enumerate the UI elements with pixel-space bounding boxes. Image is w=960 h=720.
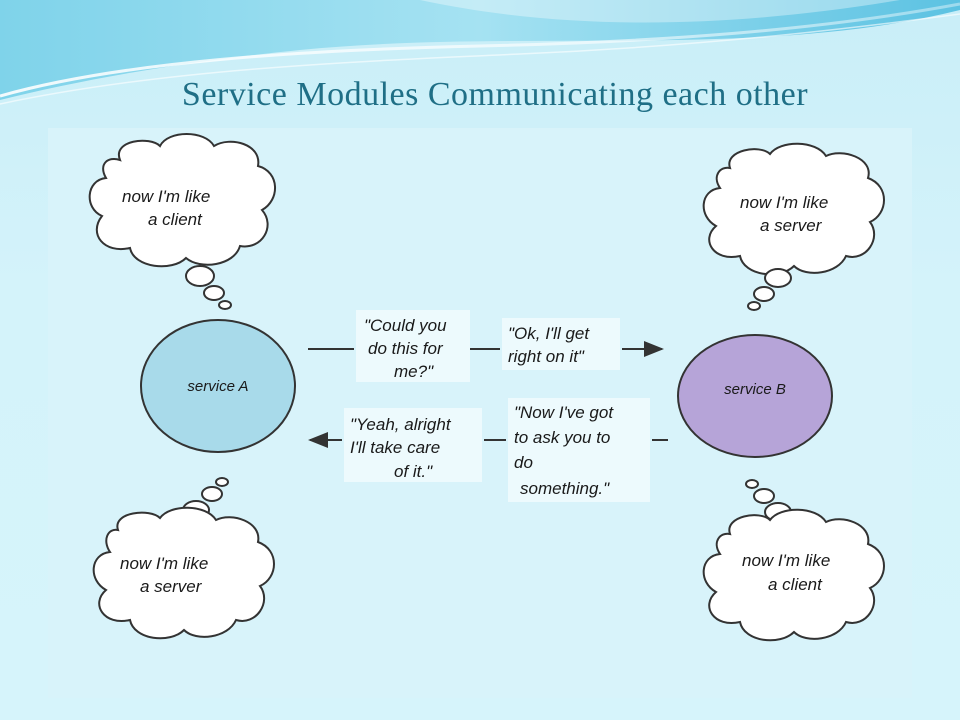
message-request-b: "Now I've got to ask you to do something… bbox=[508, 398, 650, 502]
header-swoosh-decoration bbox=[0, 0, 960, 105]
service-b-node: service B bbox=[677, 334, 833, 458]
message-reply-a-line2: I'll take care bbox=[350, 438, 440, 457]
thought-a-bottom-line2: a server bbox=[140, 577, 203, 596]
message-request-b-line4: something." bbox=[520, 479, 610, 498]
thought-cloud-a-top: now I'm like a client bbox=[88, 133, 276, 310]
service-b-label: service B bbox=[724, 381, 786, 398]
message-request-b-line2: to ask you to bbox=[514, 428, 610, 447]
thought-cloud-b-bottom: now I'm like a client bbox=[702, 479, 885, 642]
message-reply-b-line1: "Ok, I'll get bbox=[508, 324, 590, 343]
message-reply-a-line1: "Yeah, alright bbox=[350, 415, 452, 434]
message-request-b-line1: "Now I've got bbox=[514, 403, 614, 422]
thought-b-top-line1: now I'm like bbox=[740, 193, 828, 212]
message-request-a-line3: me?" bbox=[394, 362, 434, 381]
thought-b-bottom-line2: a client bbox=[768, 575, 823, 594]
thought-a-bottom-line1: now I'm like bbox=[120, 554, 208, 573]
thought-a-top-line2: a client bbox=[148, 210, 203, 229]
service-a-node: service A bbox=[140, 319, 296, 453]
message-reply-b-line2: right on it" bbox=[508, 347, 585, 366]
message-request-a-line1: "Could you bbox=[364, 316, 447, 335]
service-a-label: service A bbox=[187, 378, 248, 395]
thought-cloud-b-top: now I'm like a server bbox=[702, 142, 885, 311]
thought-b-bottom-line1: now I'm like bbox=[742, 551, 830, 570]
message-reply-b: "Ok, I'll get right on it" bbox=[502, 318, 620, 370]
message-reply-a-line3: of it." bbox=[394, 462, 433, 481]
message-reply-a: "Yeah, alright I'll take care of it." bbox=[344, 408, 482, 482]
message-request-b-line3: do bbox=[514, 453, 533, 472]
thought-b-top-line2: a server bbox=[760, 216, 823, 235]
thought-cloud-a-bottom: now I'm like a server bbox=[92, 477, 275, 640]
thought-a-top-line1: now I'm like bbox=[122, 187, 210, 206]
message-request-a: "Could you do this for me?" bbox=[356, 310, 470, 382]
page-title: Service Modules Communicating each other bbox=[181, 76, 809, 113]
message-request-a-line2: do this for bbox=[368, 339, 444, 358]
